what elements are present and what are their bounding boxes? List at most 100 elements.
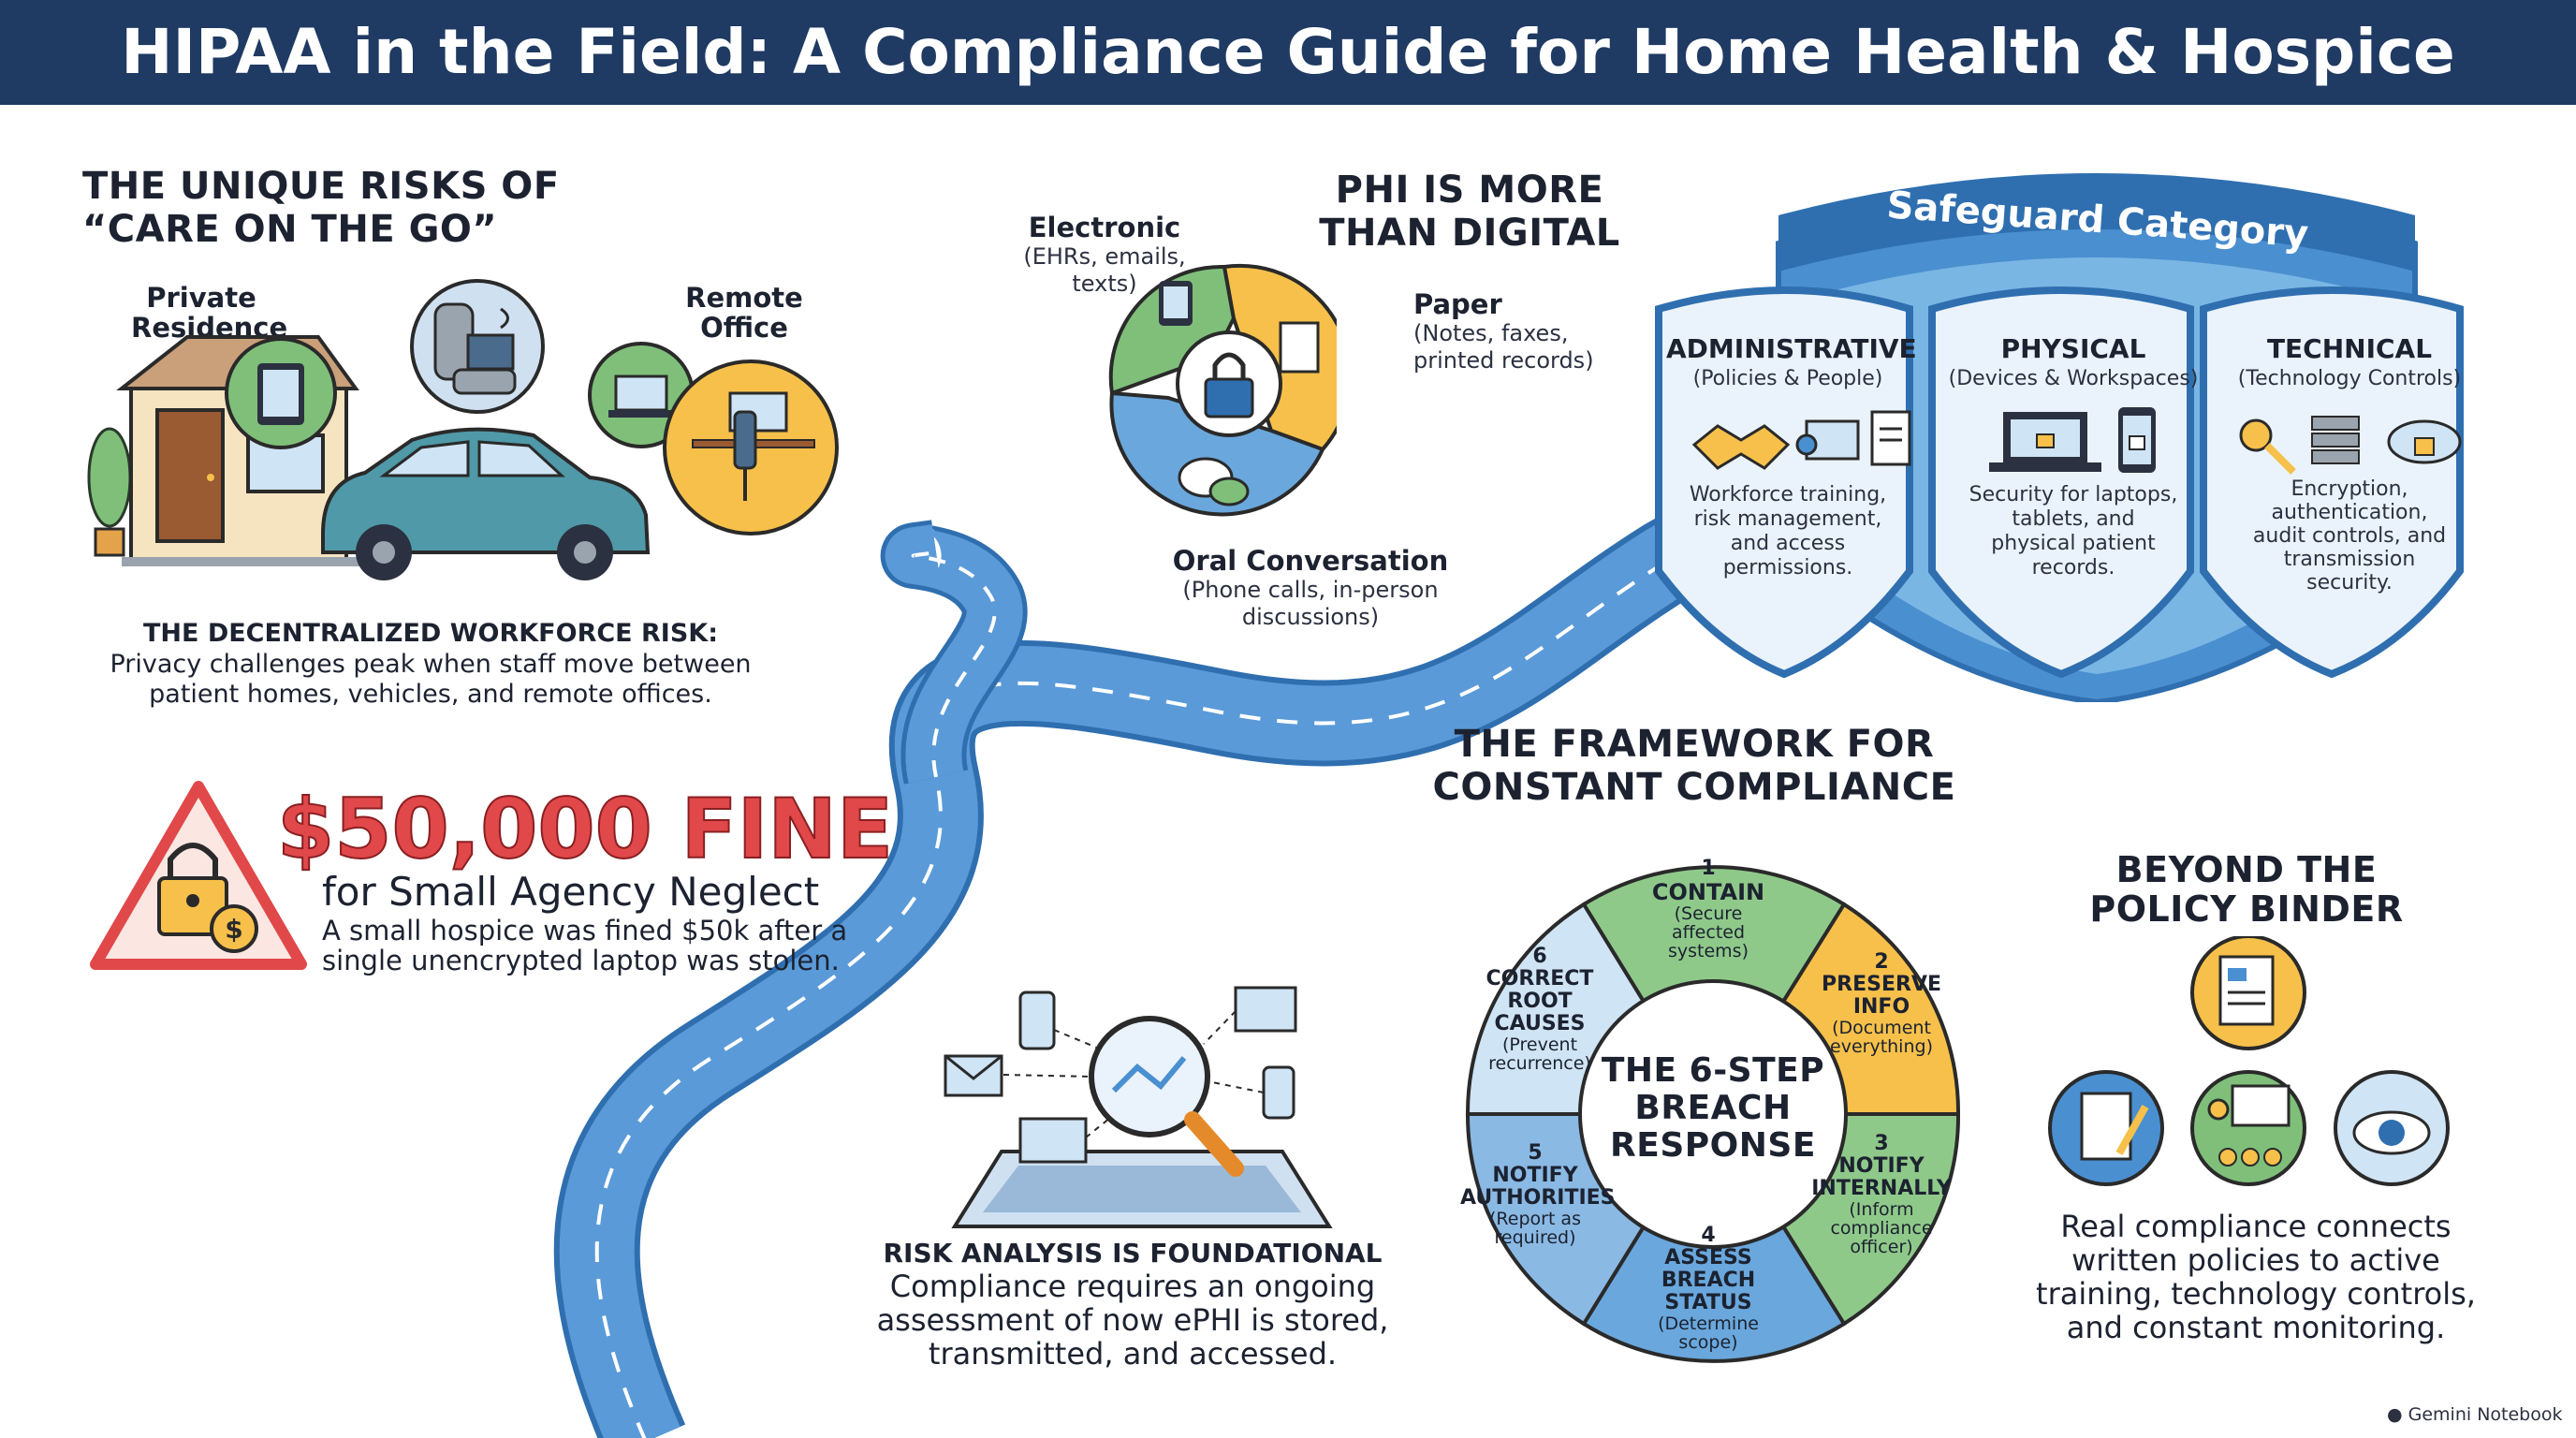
key-icon (2239, 418, 2296, 475)
beyond-line2: written policies to active (2071, 1242, 2440, 1278)
location2-line1: Remote (685, 282, 803, 314)
safeguard-technical-desc-2: audit controls, and (2252, 524, 2447, 548)
location1-line1: Private (146, 282, 256, 314)
training-icon (1795, 419, 1860, 461)
step-3-desc-1: compliance (1830, 1218, 1933, 1239)
risks-heading-line1: THE UNIQUE RISKS OF (82, 165, 560, 208)
magnifier-icon (1089, 1016, 1244, 1177)
step-2-desc-1: everything) (1830, 1036, 1933, 1057)
handshake-icon (1691, 424, 1791, 470)
step-2-title-1: INFO (1852, 995, 1910, 1019)
footer-brand-label: Gemini Notebook (2408, 1404, 2563, 1425)
breach-step-6: 6 CORRECT ROOT CAUSES (Prevent recurrenc… (1460, 946, 1619, 1074)
step-5-title-0: NOTIFY (1492, 1164, 1578, 1187)
step-2-desc-0: (Document (1832, 1018, 1931, 1038)
risk-analysis-title: RISK ANALYSIS IS FOUNDATIONAL (883, 1238, 1383, 1269)
laptop-small-icon (1018, 1117, 1088, 1164)
beyond-text: Real compliance connects written policie… (2022, 1210, 2490, 1344)
gemini-spark-icon: ● (2387, 1404, 2403, 1425)
step-3-title-0: NOTIFY (1838, 1154, 1925, 1178)
safeguard-icons (1691, 407, 2462, 475)
beyond-heading: BEYOND THE POLICY BINDER (2041, 850, 2452, 929)
location-private-residence: Private Residence (131, 282, 287, 343)
safeguard-admin-sub: (Policies & People) (1692, 367, 1883, 390)
care-on-the-go-illustration (87, 279, 839, 580)
step-3-title-1: INTERNALLY (1811, 1177, 1952, 1200)
step-3-desc-0: (Inform (1849, 1199, 1914, 1220)
title-bar (0, 0, 2576, 105)
lock-icon (1204, 352, 1254, 418)
breach-center-line3: RESPONSE (1610, 1126, 1816, 1165)
phi-paper: Paper (Notes, faxes, printed records) (1413, 288, 1629, 374)
safeguard-technical-desc-0: Encryption, (2291, 477, 2408, 501)
tablet-icon (225, 337, 337, 449)
cloud-lock-icon (2387, 419, 2462, 464)
location-remote-office: Remote Office (674, 283, 814, 343)
phi-paper-sub1: (Notes, faxes, (1413, 320, 1569, 346)
document-stack-icon (2190, 936, 2306, 1050)
breach-response-cycle (1465, 865, 1961, 1363)
breach-step-5: 5 NOTIFY AUTHORITIES (Report as required… (1460, 1142, 1616, 1248)
fine-description: A small hospice was fined $50k after a s… (322, 916, 847, 976)
workforce-risk-line1: Privacy challenges peak when staff move … (110, 650, 752, 679)
tablet-small-icon (1159, 281, 1193, 326)
safeguard-technical: TECHNICAL (Technology Controls) (2218, 333, 2481, 392)
phone-icon (1018, 990, 1056, 1050)
step-1-desc-0: (Secure (1674, 903, 1743, 924)
fine-amount: $50,000 FINE (276, 781, 894, 877)
safeguard-admin-desc-1: risk management, (1693, 507, 1882, 531)
step-4-desc-1: scope) (1678, 1332, 1738, 1353)
monitor-icon (1234, 986, 1297, 1033)
phi-paper-sub2: printed records) (1413, 347, 1594, 374)
location2-line2: Office (700, 312, 788, 344)
step-6-desc-0: (Prevent (1501, 1034, 1578, 1055)
safeguard-technical-title: TECHNICAL (2266, 333, 2433, 364)
phone-right-icon (1262, 1065, 1295, 1120)
safeguard-physical-desc-0: Security for laptops, (1969, 483, 2178, 506)
fine-desc-line1: A small hospice was fined $50k after a (322, 915, 848, 946)
step-4-title-0: ASSESS (1664, 1246, 1752, 1269)
phi-oral-title: Oral Conversation (1172, 545, 1449, 577)
breach-step-2: 2 PRESERVE INFO (Document everything) (1807, 951, 1956, 1057)
step-1-number: 1 (1701, 857, 1716, 880)
risk-analysis-text: RISK ANALYSIS IS FOUNDATIONAL Compliance… (871, 1238, 1395, 1371)
beyond-line4: and constant monitoring. (2066, 1310, 2446, 1345)
safeguard-admin-title: ADMINISTRATIVE (1666, 333, 1917, 364)
step-5-title-1: AUTHORITIES (1460, 1186, 1616, 1210)
step-2-title-0: PRESERVE (1822, 973, 1941, 996)
beyond-icons (2048, 936, 2450, 1186)
safeguard-administrative: ADMINISTRATIVE (Policies & People) (1666, 333, 1917, 392)
safeguard-physical-sub: (Devices & Workspaces) (1948, 367, 2199, 390)
step-4-number: 4 (1701, 1224, 1716, 1247)
phi-heading-line2: THAN DIGITAL (1319, 212, 1620, 255)
server-icon (2311, 416, 2360, 464)
step-4-title-2: STATUS (1664, 1291, 1752, 1314)
fine-desc-line2: single unencrypted laptop was stolen. (322, 945, 840, 976)
breach-response-center: THE 6-STEP BREACH RESPONSE (1601, 1052, 1825, 1165)
tablet-base-icon (951, 1150, 1333, 1228)
breach-center-line1: THE 6-STEP (1601, 1051, 1825, 1090)
page-title: HIPAA in the Field: A Compliance Guide f… (121, 16, 2455, 88)
beyond-line1: Real compliance connects (2060, 1209, 2452, 1244)
training-presentation-icon (2190, 1070, 2306, 1186)
phi-electronic-sub2: texts) (1072, 271, 1137, 297)
car-icon (321, 427, 651, 580)
beyond-heading-line2: POLICY BINDER (2089, 888, 2404, 930)
phone-lock-icon (2118, 407, 2156, 473)
step-1-title: CONTAIN (1651, 879, 1765, 905)
written-policy-icon (2048, 1070, 2164, 1186)
phi-electronic: Electronic (EHRs, emails, texts) (992, 212, 1217, 298)
step-3-number: 3 (1874, 1132, 1889, 1155)
monitoring-eye-icon (2334, 1070, 2450, 1186)
step-5-desc-1: required) (1494, 1227, 1576, 1248)
safeguard-admin-desc: Workforce training, risk management, and… (1685, 483, 1891, 580)
workforce-risk-block: THE DECENTRALIZED WORKFORCE RISK: Privac… (94, 618, 768, 710)
framework-heading: THE FRAMEWORK FOR CONSTANT COMPLIANCE (1404, 723, 1984, 809)
workforce-risk-title: THE DECENTRALIZED WORKFORCE RISK: (142, 619, 719, 648)
safeguard-technical-desc-1: authentication, (2271, 501, 2428, 524)
svg-text:$: $ (225, 914, 242, 945)
car-seat-laptop-icon (410, 279, 545, 414)
step-4-title-1: BREACH (1661, 1269, 1756, 1292)
safeguard-physical-desc: Security for laptops, tablets, and physi… (1961, 483, 2186, 580)
phi-heading: PHI IS MORE THAN DIGITAL (1310, 169, 1629, 255)
